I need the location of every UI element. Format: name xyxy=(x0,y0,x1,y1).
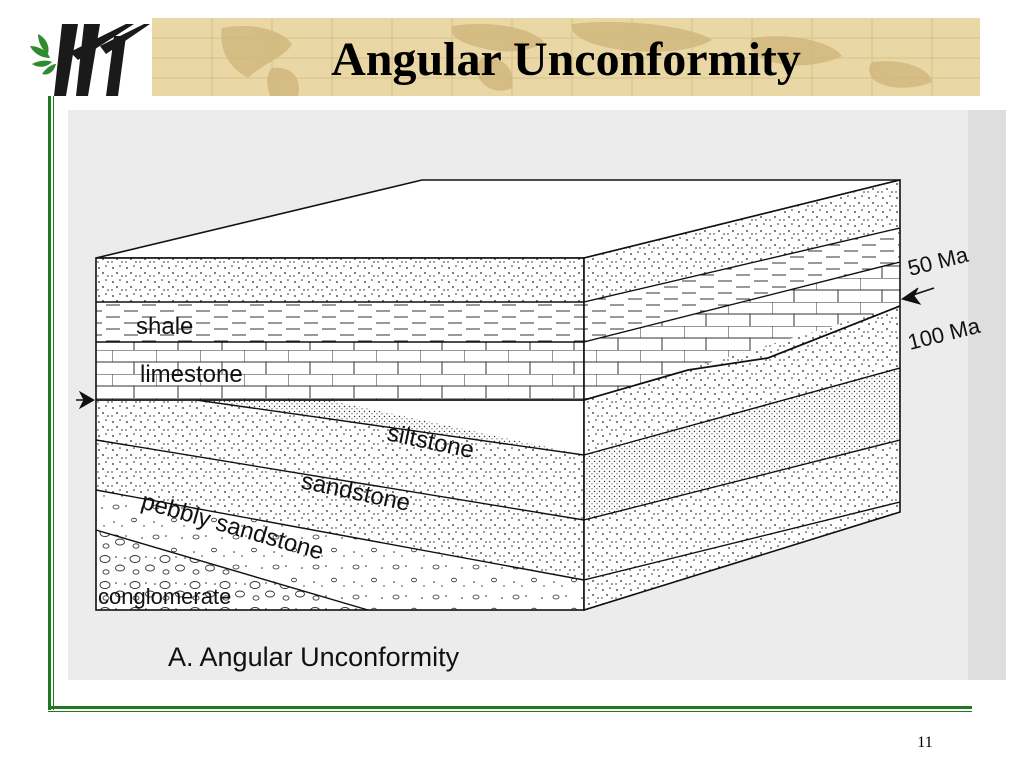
side-bed-sandstone-upper xyxy=(584,306,900,455)
side-bed-sandstone xyxy=(584,440,900,610)
arrow-left-icon xyxy=(900,287,935,305)
figure-paper-shadow xyxy=(968,110,1006,680)
label-conglomerate: conglomerate xyxy=(98,584,231,609)
front-bed-pebbly-sandstone xyxy=(96,490,584,610)
world-map-background xyxy=(152,18,980,96)
figure-caption: A. Angular Unconformity xyxy=(168,642,460,672)
arrow-right-icon xyxy=(76,390,96,410)
slide-title: Angular Unconformity xyxy=(331,33,801,86)
front-bed-sandstone xyxy=(96,440,584,580)
side-face-outline xyxy=(583,178,901,612)
page-number: 11 xyxy=(917,734,933,751)
side-bed-limestone xyxy=(584,262,900,400)
side-bed-siltstone xyxy=(584,368,900,520)
leaf-logo-icon xyxy=(30,24,150,96)
block-front-face xyxy=(96,258,584,610)
side-bed-shale xyxy=(584,228,900,342)
label-shale: shale xyxy=(136,313,193,340)
front-bed-sandstone-upper xyxy=(96,400,584,520)
angular-unconformity-diagram: shale limestone siltstone sandstone pebb… xyxy=(68,110,1006,680)
side-bed-top-sandstone xyxy=(584,180,900,302)
front-bed-top-sandstone xyxy=(96,258,584,302)
title-banner: Angular Unconformity xyxy=(152,18,980,96)
label-limestone: limestone xyxy=(140,361,243,388)
front-bed-limestone xyxy=(96,342,584,400)
front-bed-shale xyxy=(96,302,584,342)
university-logo xyxy=(26,16,152,102)
